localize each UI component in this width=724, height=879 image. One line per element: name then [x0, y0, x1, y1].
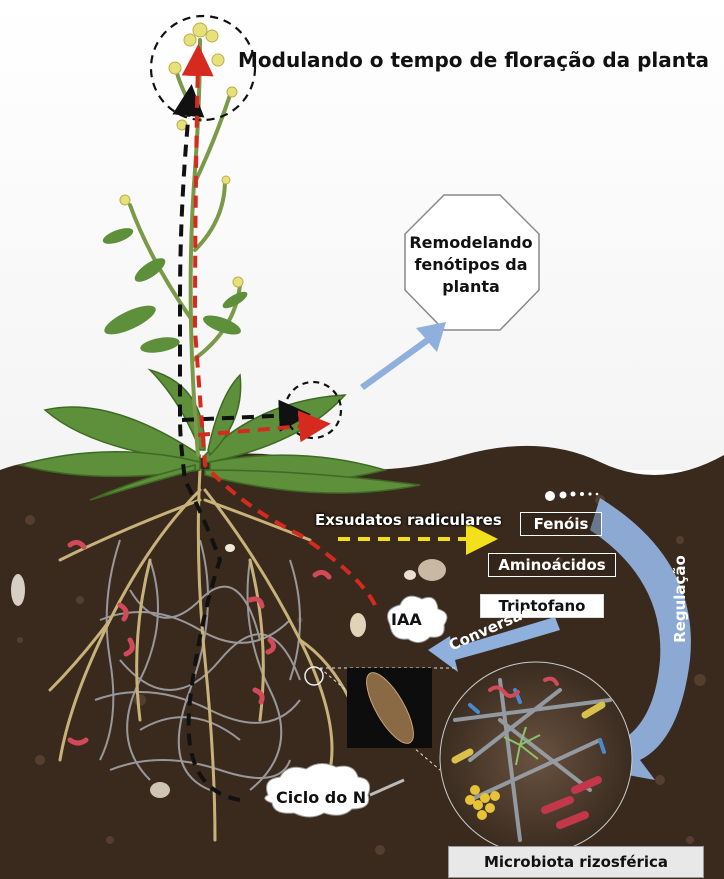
flowering-label: Modulando o tempo de floração da planta [238, 48, 710, 72]
dots-trail [545, 491, 599, 501]
regulation-curved-arrow [590, 498, 691, 780]
bacterium-cell [366, 672, 414, 744]
iaa-label: IAA [391, 610, 422, 629]
phenotype-octagon [404, 194, 540, 331]
blue-arrow-phenotype [360, 322, 446, 390]
fungal-network [94, 539, 301, 791]
amino-acids-box: Aminoácidos [488, 553, 616, 577]
black-dashed-arrow-up [172, 84, 241, 802]
soil-texture [17, 495, 706, 855]
pebbles [11, 544, 446, 798]
red-bacteria-on-roots [67, 539, 332, 746]
flowers [119, 22, 244, 288]
zoom-source-circle [304, 666, 324, 686]
conversion-arrow [428, 617, 560, 672]
red-dashed-arrow-up [181, 44, 377, 606]
phenols-box: Fenóis [520, 512, 602, 536]
n-cycle-label: Ciclo do N [276, 788, 367, 807]
iaa-cloud [387, 595, 448, 643]
stem-leaves [102, 228, 248, 353]
leaf-dashed-circle [283, 380, 343, 440]
microbiota-organisms [451, 676, 612, 842]
exudates-label: Exsudatos radiculares [315, 511, 502, 529]
phenotype-label: Remodelando fenótipos da planta [409, 233, 533, 296]
n-cycle-pointer [369, 778, 405, 797]
n-cycle-cloud [264, 763, 371, 818]
flowering-dashed-circle [149, 14, 257, 122]
tryptophan-box: Triptofano [480, 594, 604, 618]
regulation-label: Regulação [670, 555, 689, 643]
microbiota-label: Microbiota rizosférica [448, 846, 704, 878]
